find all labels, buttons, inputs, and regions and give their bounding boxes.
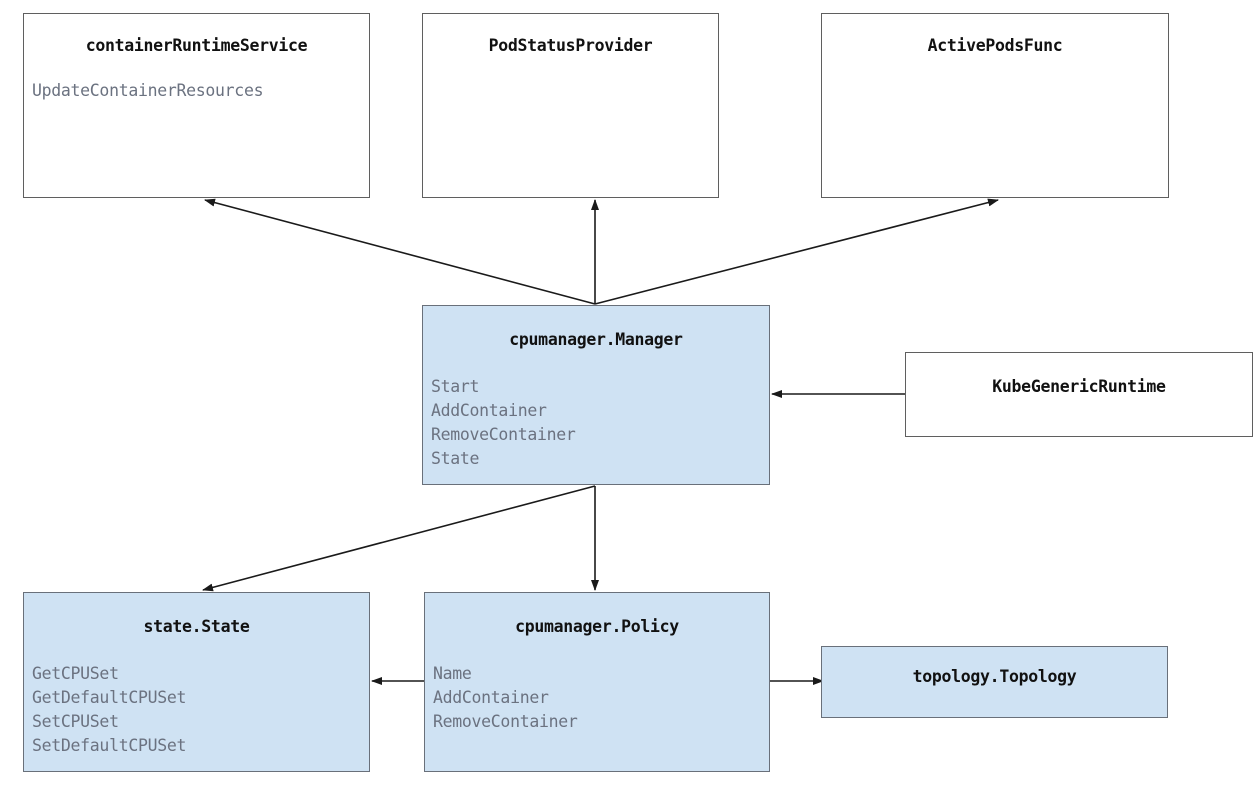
edge-manager-to-state <box>202 485 596 592</box>
node-members: Name AddContainer RemoveContainer <box>425 636 769 734</box>
node-title: ActivePodsFunc <box>927 36 1063 55</box>
node-members: GetCPUSet GetDefaultCPUSet SetCPUSet Set… <box>24 636 369 758</box>
node-active-pods-func[interactable]: ActivePodsFunc <box>821 13 1169 198</box>
node-members: Start AddContainer RemoveContainer State <box>423 349 769 471</box>
member-item: AddContainer <box>431 401 547 420</box>
node-cpumanager-manager[interactable]: cpumanager.Manager Start AddContainer Re… <box>422 305 770 485</box>
node-cpumanager-policy[interactable]: cpumanager.Policy Name AddContainer Remo… <box>424 592 770 772</box>
member-item: AddContainer <box>433 688 549 707</box>
edge-manager-to-activepodsfunc <box>594 198 999 305</box>
node-title: state.State <box>143 617 250 636</box>
member-item: UpdateContainerResources <box>32 81 264 100</box>
node-topology-topology[interactable]: topology.Topology <box>821 646 1168 718</box>
node-title: cpumanager.Manager <box>509 330 683 349</box>
node-title: PodStatusProvider <box>488 36 653 55</box>
node-title: containerRuntimeService <box>85 36 308 55</box>
node-title: cpumanager.Policy <box>515 617 679 636</box>
member-item: GetDefaultCPUSet <box>32 688 187 707</box>
edge-manager-to-containerruntimeservice <box>204 198 596 305</box>
node-container-runtime-service[interactable]: containerRuntimeService UpdateContainerR… <box>23 13 370 198</box>
member-item: Name <box>433 664 472 683</box>
member-item: RemoveContainer <box>431 425 576 444</box>
node-title: KubeGenericRuntime <box>992 377 1166 396</box>
node-pod-status-provider[interactable]: PodStatusProvider <box>422 13 719 198</box>
node-state-state[interactable]: state.State GetCPUSet GetDefaultCPUSet S… <box>23 592 370 772</box>
member-item: GetCPUSet <box>32 664 119 683</box>
member-item: RemoveContainer <box>433 712 578 731</box>
member-item: Start <box>431 377 480 396</box>
node-title: topology.Topology <box>912 667 1077 686</box>
member-item: SetCPUSet <box>32 712 119 731</box>
node-kube-generic-runtime[interactable]: KubeGenericRuntime <box>905 352 1253 437</box>
node-members: UpdateContainerResources <box>24 55 369 103</box>
member-item: SetDefaultCPUSet <box>32 736 187 755</box>
member-item: State <box>431 449 480 468</box>
